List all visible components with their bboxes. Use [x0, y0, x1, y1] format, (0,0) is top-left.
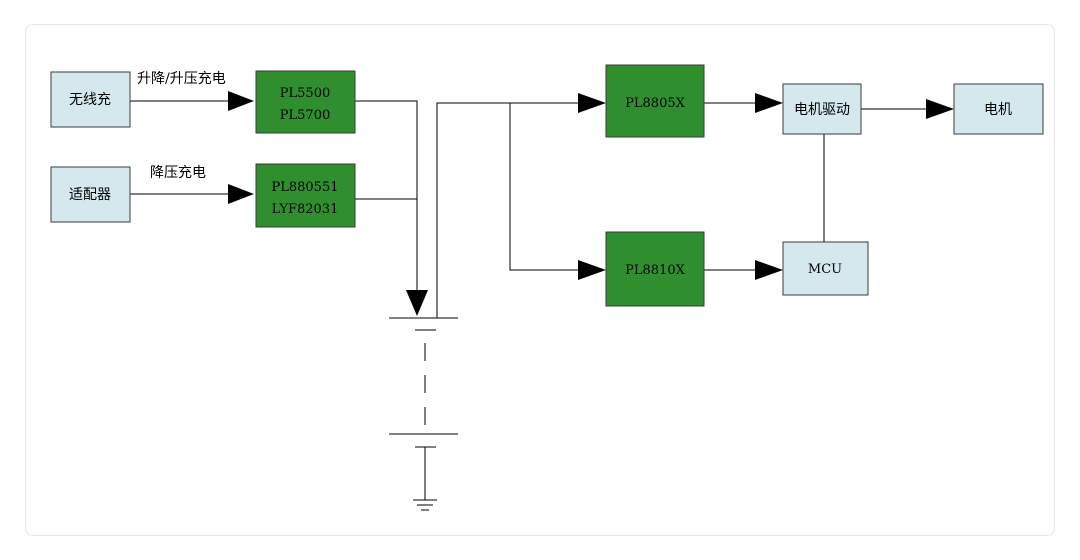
mcu-label: MCU	[808, 262, 842, 277]
arrow-to-mcu	[755, 260, 783, 280]
arrow-to-motor	[926, 99, 954, 119]
block-wireless-charger: 无线充	[50, 71, 131, 128]
pl8810x-box	[605, 231, 705, 307]
arrow-to-pl5500	[228, 91, 254, 111]
arrow-to-pl8805x	[578, 93, 606, 113]
block-adapter: 适配器	[50, 166, 131, 223]
pl880551-box	[255, 163, 356, 228]
wire-battery-to-pl8805x	[436, 102, 580, 318]
lyf82031-label: LYF82031	[272, 202, 339, 217]
arrow-to-motor-driver	[755, 93, 783, 113]
pl5500-label: PL5500	[280, 86, 330, 101]
motor-driver-box	[782, 83, 862, 135]
wire-charger1-to-battery	[355, 100, 418, 290]
buck-charge-label: 降压充电	[150, 165, 206, 181]
pl8810x-label: PL8810X	[625, 263, 685, 278]
battery-symbol	[389, 317, 458, 511]
block-mcu: MCU	[782, 241, 869, 296]
block-motor: 电机	[953, 83, 1044, 135]
block-pl880551: PL880551 LYF82031	[255, 163, 356, 228]
pl880551-label: PL880551	[271, 180, 338, 195]
mcu-box	[782, 241, 869, 296]
adapter-box	[50, 166, 131, 223]
pl5500-box	[255, 70, 356, 134]
wires	[130, 100, 928, 318]
arrow-to-battery	[406, 290, 428, 316]
wireless-charger-label: 无线充	[69, 92, 111, 108]
pl8805x-box	[605, 64, 705, 138]
block-motor-driver: 电机驱动	[782, 83, 862, 135]
motor-driver-label: 电机驱动	[794, 102, 850, 118]
block-pl8810x: PL8810X	[605, 231, 705, 307]
arrowheads	[228, 91, 954, 316]
buck-boost-charge-label: 升降/升压充电	[137, 71, 226, 87]
arrow-to-pl880551	[228, 184, 254, 204]
block-pl8805x: PL8805X	[605, 64, 705, 138]
pl5700-label: PL5700	[280, 108, 330, 123]
arrow-to-pl8810x	[578, 260, 606, 280]
motor-label: 电机	[984, 102, 1012, 118]
wireless-charger-box	[50, 71, 131, 128]
wire-branch-to-pl8810x	[509, 103, 580, 271]
block-pl5500: PL5500 PL5700	[255, 70, 356, 134]
adapter-label: 适配器	[69, 187, 111, 203]
motor-box	[953, 83, 1044, 135]
pl8805x-label: PL8805X	[625, 96, 685, 111]
